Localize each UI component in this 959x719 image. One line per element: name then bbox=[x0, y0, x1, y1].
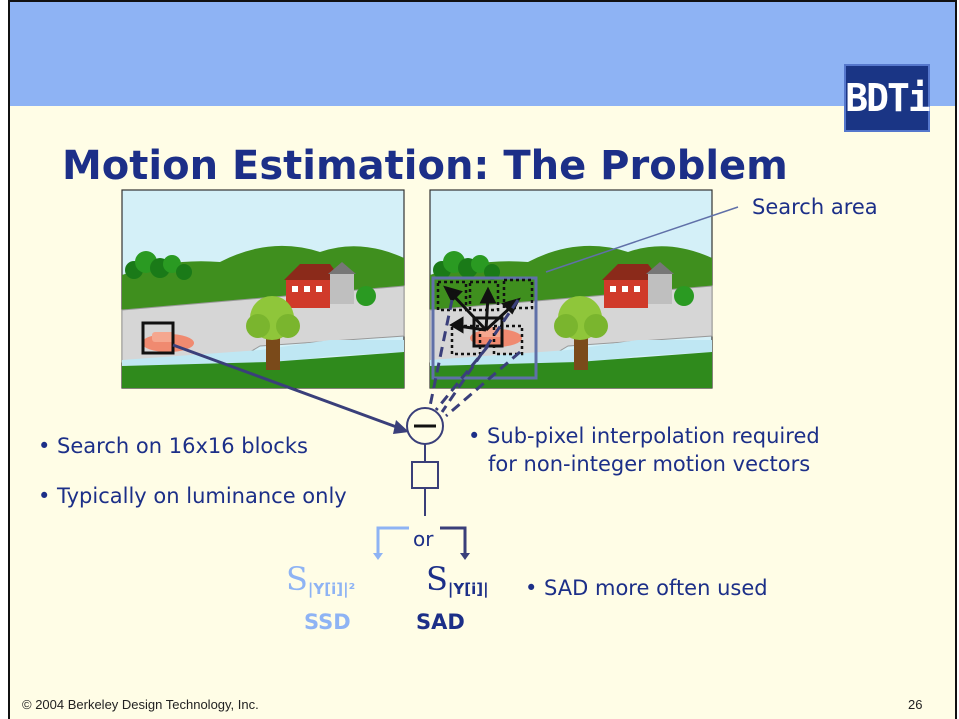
ssd-expression: |Y[i]|² bbox=[307, 580, 356, 598]
subtractor-node bbox=[406, 407, 444, 445]
sad-formula: S|Y[i]| bbox=[426, 560, 489, 598]
bullet-subpixel-line2: for non-integer motion vectors bbox=[488, 452, 811, 476]
search-area-label: Search area bbox=[752, 195, 878, 219]
ssd-label: SSD bbox=[304, 610, 351, 634]
page-number: 26 bbox=[908, 697, 923, 712]
current-block bbox=[141, 321, 175, 355]
arrowhead-icon bbox=[373, 553, 383, 560]
or-label: or bbox=[413, 527, 434, 551]
search-area-pointer bbox=[545, 206, 739, 273]
bullet-search-blocks: • Search on 16x16 blocks bbox=[38, 434, 308, 458]
ssd-formula: S|Y[i]|² bbox=[286, 560, 355, 598]
arrowhead-icon bbox=[460, 553, 470, 560]
bdti-logo: BDTi bbox=[844, 64, 931, 132]
ssd-branch bbox=[376, 526, 409, 555]
bullet-luminance: • Typically on luminance only bbox=[38, 484, 347, 508]
forest-icon bbox=[125, 251, 192, 280]
candidate-block bbox=[468, 280, 500, 312]
current-frame-illustration bbox=[429, 189, 713, 389]
sad-branch bbox=[440, 526, 467, 555]
candidate-block bbox=[492, 324, 524, 356]
search-area-box bbox=[431, 276, 538, 380]
house-icon bbox=[284, 262, 376, 308]
tree-icon bbox=[246, 296, 300, 370]
house-icon bbox=[602, 262, 694, 308]
logo-text: BDTi bbox=[845, 76, 931, 120]
slide-title: Motion Estimation: The Problem bbox=[62, 143, 788, 189]
sad-label: SAD bbox=[416, 610, 465, 634]
reference-frame-illustration bbox=[121, 189, 405, 389]
sad-sigma-symbol: S bbox=[426, 560, 448, 598]
arrowhead-icon bbox=[393, 420, 409, 434]
motion-vector-arrows bbox=[443, 285, 521, 334]
tree-icon bbox=[554, 296, 608, 370]
header-band bbox=[10, 2, 955, 106]
sad-expression: |Y[i]| bbox=[447, 580, 489, 598]
forest-icon bbox=[433, 251, 500, 280]
abs-square-block bbox=[411, 461, 439, 489]
block-to-subtractor-arrow bbox=[172, 343, 403, 431]
footer-copyright: © 2004 Berkeley Design Technology, Inc. bbox=[22, 697, 259, 712]
bullet-subpixel-line1: • Sub-pixel interpolation required bbox=[468, 424, 820, 448]
candidate-to-subtractor-arrows bbox=[428, 299, 521, 418]
candidate-block bbox=[502, 278, 534, 310]
candidate-block bbox=[436, 280, 468, 312]
ssd-sigma-symbol: S bbox=[286, 560, 308, 598]
bullet-sad-used: • SAD more often used bbox=[525, 576, 768, 600]
